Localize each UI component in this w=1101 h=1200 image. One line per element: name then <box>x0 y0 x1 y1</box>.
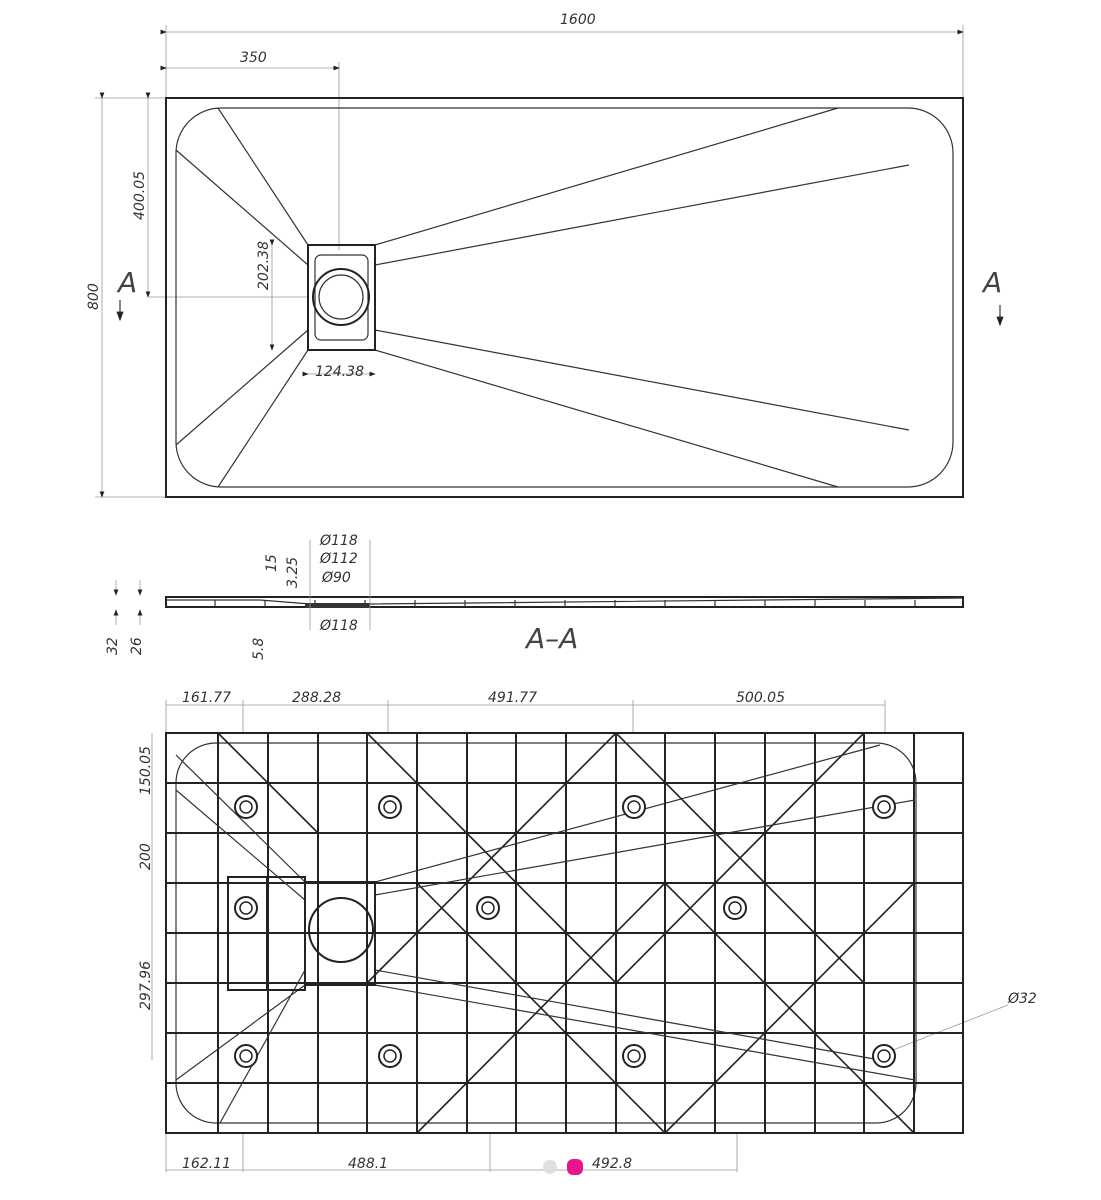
diagonal-rib <box>217 732 319 834</box>
mounting-hole <box>872 1044 896 1068</box>
section-title: A–A <box>524 622 578 655</box>
mounting-hole <box>622 795 646 819</box>
drain-circle <box>312 268 370 326</box>
diagonal-rib <box>615 732 865 984</box>
dim-5-8: 5.8 <box>251 638 267 660</box>
drain-box <box>307 244 376 351</box>
dim-32: 32 <box>105 637 121 655</box>
dim-d112: Ø112 <box>319 551 358 567</box>
drain-box <box>304 881 376 986</box>
drain-circle <box>308 897 374 963</box>
diagonal-rib <box>416 882 666 1134</box>
carousel-dot-1[interactable] <box>543 1160 557 1174</box>
bottom-dim-3: 492.8 <box>592 1156 632 1172</box>
hole-dim: Ø32 <box>1007 991 1037 1007</box>
mounting-hole <box>234 795 258 819</box>
dim-height: 800 <box>86 283 102 310</box>
diagonal-rib <box>664 882 915 1134</box>
dim-drain-box-w: 124.38 <box>315 364 364 380</box>
dim-d118-top: Ø118 <box>319 533 358 549</box>
mounting-hole <box>378 1044 402 1068</box>
slope-lines <box>175 107 910 488</box>
mounting-hole <box>234 896 258 920</box>
bottom-dim-1: 162.11 <box>182 1156 231 1172</box>
bottom-view: 161.77 288.28 491.77 500.05 162.11 488.1… <box>138 690 1037 1172</box>
carousel-dot-2[interactable] <box>567 1159 583 1175</box>
section-marker-left: A <box>116 266 137 299</box>
bottom-dim-2: 488.1 <box>348 1156 388 1172</box>
left-dim-2: 200 <box>138 843 154 870</box>
top-dim-4: 500.05 <box>736 690 785 706</box>
dim-drain-box-h: 202.38 <box>256 241 272 290</box>
mounting-hole <box>234 1044 258 1068</box>
dim-drain-y: 400.05 <box>132 171 148 220</box>
dim-15: 15 <box>264 554 280 572</box>
left-dim-3: 297.96 <box>138 961 154 1010</box>
section-view: 32 26 5.8 15 3.25 Ø118 Ø112 Ø90 Ø118 A–A <box>105 533 964 660</box>
dim-d118-bottom: Ø118 <box>319 618 358 634</box>
top-dim-1: 161.77 <box>182 690 231 706</box>
dim-26: 26 <box>129 637 145 655</box>
dim-drain-x: 350 <box>240 50 267 66</box>
top-view: 1600 350 800 400.05 202.38 124.38 A A <box>86 12 1004 498</box>
dim-d90: Ø90 <box>321 570 351 586</box>
top-dim-2: 288.28 <box>292 690 341 706</box>
left-dim-1: 150.05 <box>138 746 154 795</box>
section-marker-right: A <box>981 266 1002 299</box>
diagonal-rib <box>366 732 617 984</box>
mounting-hole <box>476 896 500 920</box>
mounting-hole <box>872 795 896 819</box>
mounting-hole <box>622 1044 646 1068</box>
dim-width: 1600 <box>560 12 596 28</box>
dim-3-25: 3.25 <box>285 557 301 588</box>
mounting-hole <box>723 896 747 920</box>
mounting-hole <box>378 795 402 819</box>
top-dim-3: 491.77 <box>488 690 537 706</box>
